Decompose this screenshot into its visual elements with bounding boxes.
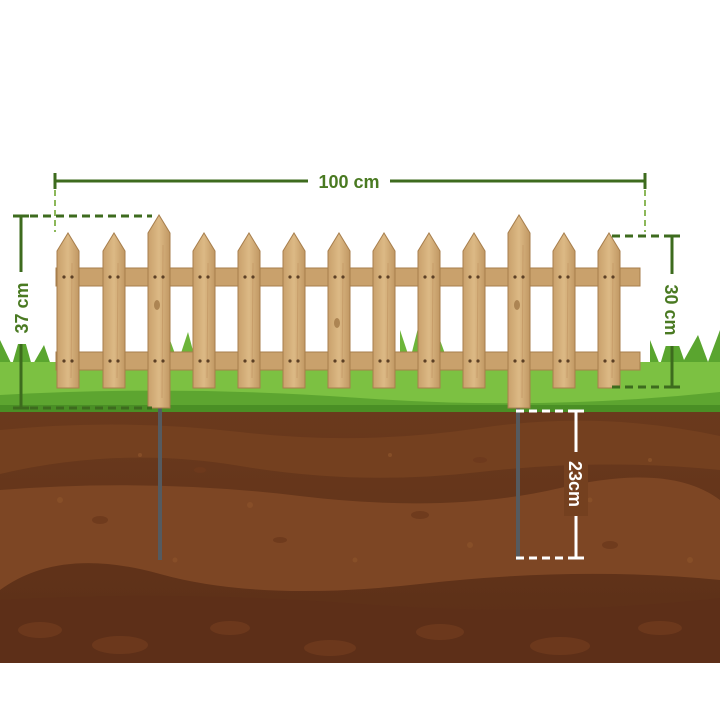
fence-picket (237, 232, 261, 389)
fence-picket (597, 232, 621, 389)
fence-picket (102, 232, 126, 389)
width-dimension: 100 cm (53, 170, 647, 232)
panel-height-label: 30 cm (661, 284, 681, 335)
fence-picket (192, 232, 216, 389)
width-label: 100 cm (318, 172, 379, 192)
fence-picket (56, 232, 80, 389)
ground-spikes (158, 405, 520, 560)
fence-pickets (56, 214, 621, 409)
fence-picket (462, 232, 486, 389)
fence-picket (282, 232, 306, 389)
right-spike (516, 405, 520, 560)
soil (0, 405, 720, 663)
panel-height-dimension: 30 cm (612, 234, 684, 389)
fence-picket (327, 232, 351, 389)
spike-depth-dimension: 23cm (516, 409, 588, 560)
fence-picket (552, 232, 576, 389)
fence-post (147, 214, 171, 409)
full-height-label: 37 cm (12, 282, 32, 333)
fence-picket (417, 232, 441, 389)
full-height-dimension: 37 cm (9, 214, 152, 410)
fence-picket (372, 232, 396, 389)
spike-depth-label: 23cm (565, 461, 585, 507)
fence-post (507, 214, 531, 409)
left-spike (158, 405, 162, 560)
